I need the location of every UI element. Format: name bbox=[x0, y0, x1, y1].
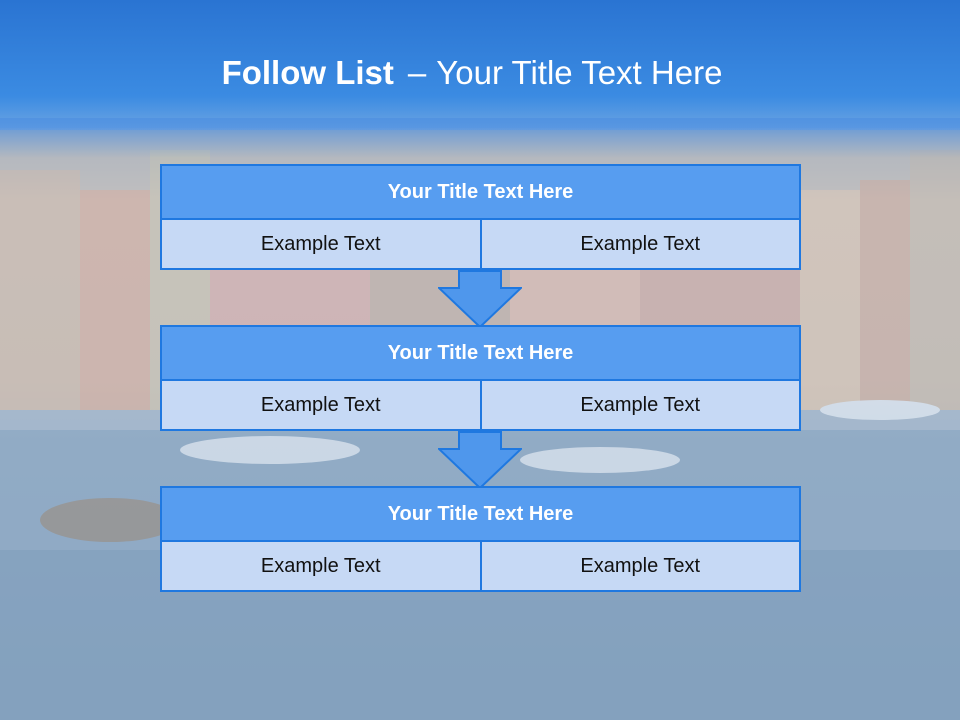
step-block-2: Your Title Text Here Example Text Exampl… bbox=[160, 325, 801, 431]
step-cell-right: Example Text bbox=[479, 220, 801, 270]
slide-title: Follow List–Your Title Text Here bbox=[0, 54, 944, 92]
title-bold-part: Follow List bbox=[221, 54, 394, 91]
down-arrow-icon bbox=[438, 270, 522, 328]
header-fade bbox=[0, 118, 960, 158]
step-row: Example Text Example Text bbox=[160, 220, 801, 270]
step-cell-left: Example Text bbox=[160, 220, 482, 270]
title-rest: Your Title Text Here bbox=[436, 54, 723, 91]
step-cell-left: Example Text bbox=[160, 381, 482, 431]
step-title: Your Title Text Here bbox=[160, 486, 801, 542]
step-block-1: Your Title Text Here Example Text Exampl… bbox=[160, 164, 801, 270]
step-cell-right: Example Text bbox=[479, 381, 801, 431]
step-block-3: Your Title Text Here Example Text Exampl… bbox=[160, 486, 801, 592]
step-title: Your Title Text Here bbox=[160, 164, 801, 220]
step-cell-right: Example Text bbox=[479, 542, 801, 592]
step-row: Example Text Example Text bbox=[160, 542, 801, 592]
step-title: Your Title Text Here bbox=[160, 325, 801, 381]
down-arrow-icon bbox=[438, 431, 522, 489]
step-cell-left: Example Text bbox=[160, 542, 482, 592]
header-band bbox=[0, 0, 960, 128]
step-row: Example Text Example Text bbox=[160, 381, 801, 431]
title-dash: – bbox=[407, 54, 427, 91]
